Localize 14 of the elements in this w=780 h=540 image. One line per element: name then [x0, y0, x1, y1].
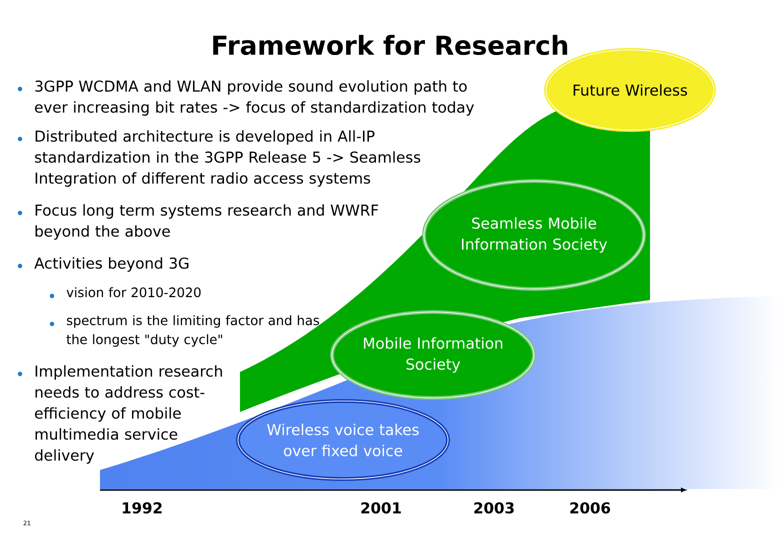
- year-label: 2006: [570, 502, 610, 514]
- bullet-text: Focus long term systems research and WWRF beyond the above: [18, 204, 378, 240]
- ellipse-node: Mobile Information Society: [330, 310, 536, 400]
- bullet-text: Distributed architecture is developed in All-IP standardization in the 3GPP Release 5 -> Seamless Integration of different radio access systems: [18, 130, 420, 187]
- ellipse-node: Seamless Mobile Information Society: [422, 179, 646, 291]
- year-label: 2001: [361, 502, 401, 514]
- bullet-text: Activities beyond 3G: [18, 257, 188, 272]
- ellipse-node: Wireless voice takes over fixed voice: [236, 399, 450, 481]
- year-label: 2003: [474, 502, 514, 514]
- bullet-text: Implementation research needs to address cost-efficiency of mobile multimedia service delivery: [18, 365, 222, 464]
- bullet-text: vision for 2010-2020: [50, 287, 201, 298]
- bullet-text: 3GPP WCDMA and WLAN provide sound evolution path to ever increasing bit rates -> focus of standardization today: [18, 80, 474, 116]
- bullet-text: spectrum is the limiting factor and has the longest "duty cycle": [50, 315, 320, 347]
- year-label: 1992: [122, 502, 162, 514]
